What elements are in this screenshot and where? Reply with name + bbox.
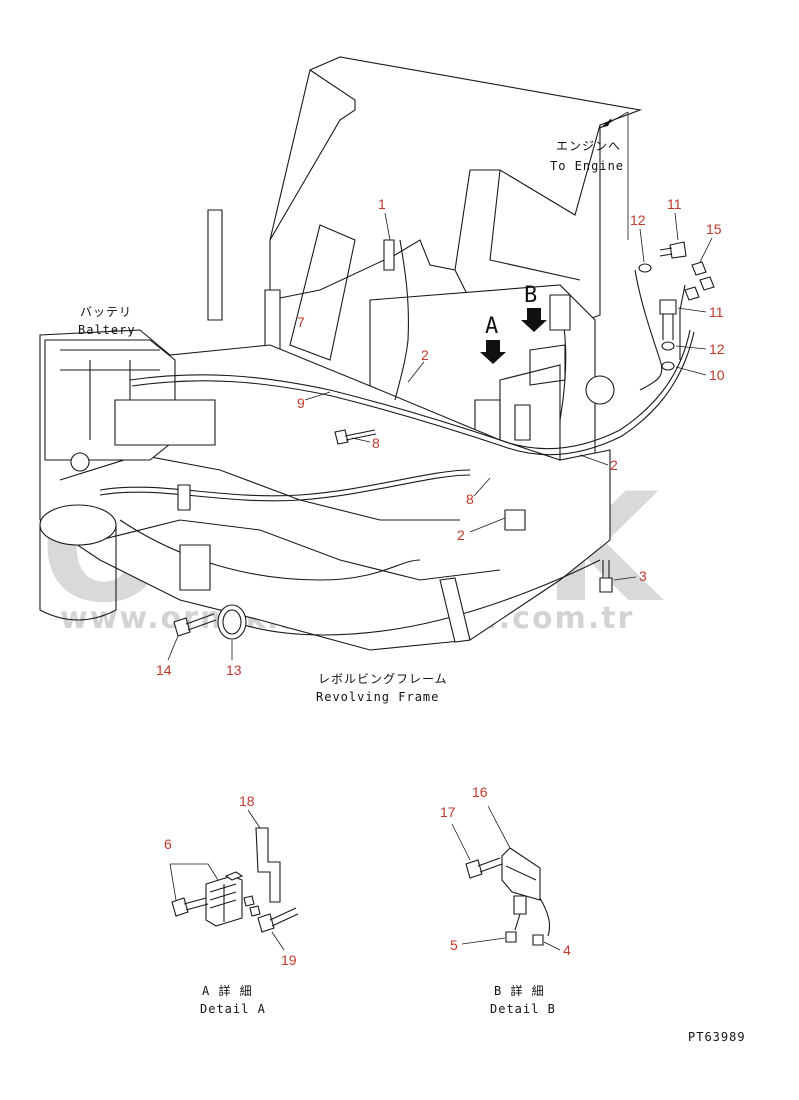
callout-16: 16 <box>472 784 488 800</box>
callout-6: 6 <box>164 836 172 852</box>
harness-front-2 <box>99 474 471 502</box>
connector-lower <box>504 509 526 531</box>
controller-16 <box>501 847 541 901</box>
callout-12-upper: 12 <box>630 212 646 228</box>
bracket-plate <box>179 544 211 591</box>
callout-5: 5 <box>450 937 458 953</box>
washer-10 <box>661 361 675 371</box>
callout-18: 18 <box>239 793 255 809</box>
frame-label-en: Revolving Frame <box>316 690 439 704</box>
bolt-19 <box>257 907 299 933</box>
callouts: 1 2 2 2 3 7 9 8 8 11 11 12 12 10 15 13 1… <box>156 196 725 678</box>
main-assembly: A B <box>39 56 715 651</box>
relay-6-cap <box>224 871 244 881</box>
horn <box>585 375 615 405</box>
callout-2-upper: 2 <box>421 347 429 363</box>
connector-cluster <box>514 404 531 441</box>
connector-5 <box>505 931 517 943</box>
bolt-11-lower <box>659 299 677 340</box>
callout-15: 15 <box>706 221 722 237</box>
callout-8-left: 8 <box>372 435 380 451</box>
view-arrow-b: B <box>521 283 547 332</box>
bolt-8 <box>334 429 377 445</box>
frame-beam-2 <box>99 519 501 581</box>
bolt-6 <box>171 897 209 917</box>
callout-11-upper: 11 <box>667 196 682 212</box>
relay-6-fins <box>209 883 237 922</box>
harness-engine <box>634 269 663 391</box>
nut-15 <box>684 261 715 301</box>
detail-b-label-jp: B 詳 細 <box>494 983 545 998</box>
swivel-cylinder-top <box>39 504 117 546</box>
grommet-13 <box>217 604 247 640</box>
battery-cells <box>60 349 160 440</box>
battery-label-en: Baltery <box>78 323 136 337</box>
frame-label-jp: レボルビングフレーム <box>318 672 448 686</box>
battery-label-jp: バッテリ <box>80 305 132 319</box>
battery-tray <box>114 399 216 446</box>
harness-lower <box>119 519 421 581</box>
washer-12-upper <box>638 263 652 273</box>
bolt-17 <box>465 857 503 879</box>
harness-bottom <box>229 559 601 636</box>
callout-2-right: 2 <box>610 457 618 473</box>
callout-11-lower: 11 <box>709 304 724 320</box>
view-arrow-a: A <box>480 314 506 364</box>
detail-a-label-en: Detail A <box>200 1002 266 1016</box>
callout-4: 4 <box>563 942 571 958</box>
bolt-11-upper <box>659 241 687 259</box>
battery-terminal <box>70 452 90 472</box>
view-b-letter: B <box>524 283 537 308</box>
plug-16 <box>513 895 527 915</box>
bracket-18 <box>255 827 281 903</box>
harness-main-2 <box>131 331 695 456</box>
washer-12-lower <box>661 341 675 351</box>
connector-1 <box>383 239 395 271</box>
callout-12-lower: 12 <box>709 341 725 357</box>
harness-main <box>129 329 691 450</box>
callout-9: 9 <box>297 395 305 411</box>
engine-arrow-head <box>600 118 612 128</box>
callout-7: 7 <box>297 314 305 330</box>
callout-2-lower: 2 <box>457 527 465 543</box>
callout-1: 1 <box>378 196 386 212</box>
hood-edge <box>269 69 356 241</box>
swivel-cylinder <box>39 525 117 621</box>
detail-b: 16 17 5 4 B 詳 細 Detail B <box>440 784 571 1016</box>
callout-10: 10 <box>709 367 725 383</box>
ground-cable <box>679 284 686 360</box>
detail-a-label-jp: A 詳 細 <box>202 983 253 998</box>
bracket-post <box>177 484 191 511</box>
engine-label-en: To Engine <box>550 159 624 173</box>
bolt-3 <box>599 560 613 593</box>
harness-riser-1 <box>394 239 409 401</box>
hood-fold <box>470 124 601 216</box>
callout-17: 17 <box>440 804 456 820</box>
pillar-left <box>207 209 223 321</box>
bolt-14 <box>173 613 217 637</box>
controller-16-edge <box>505 865 537 881</box>
leads-16 <box>514 897 551 937</box>
bracket-clamp <box>439 577 471 643</box>
callout-19: 19 <box>281 952 297 968</box>
callout-14: 14 <box>156 662 172 678</box>
connector-b <box>549 294 571 331</box>
harness-front <box>99 469 471 497</box>
nut-a2 <box>249 905 261 917</box>
detail-b-label-en: Detail B <box>490 1002 556 1016</box>
callout-8-center: 8 <box>466 491 474 507</box>
hood-inner <box>454 169 581 281</box>
engine-label-jp: エンジンへ <box>556 139 621 153</box>
engine-hood <box>269 56 643 331</box>
callout-3: 3 <box>639 568 647 584</box>
panel-7 <box>289 224 356 361</box>
callout-13: 13 <box>226 662 242 678</box>
drawing-number: PT63989 <box>688 1030 746 1044</box>
nut-a1 <box>243 895 255 907</box>
connector-4 <box>532 934 544 946</box>
detail-a: 6 18 19 A 詳 細 Detail A <box>164 793 299 1016</box>
view-a-letter: A <box>485 314 498 339</box>
